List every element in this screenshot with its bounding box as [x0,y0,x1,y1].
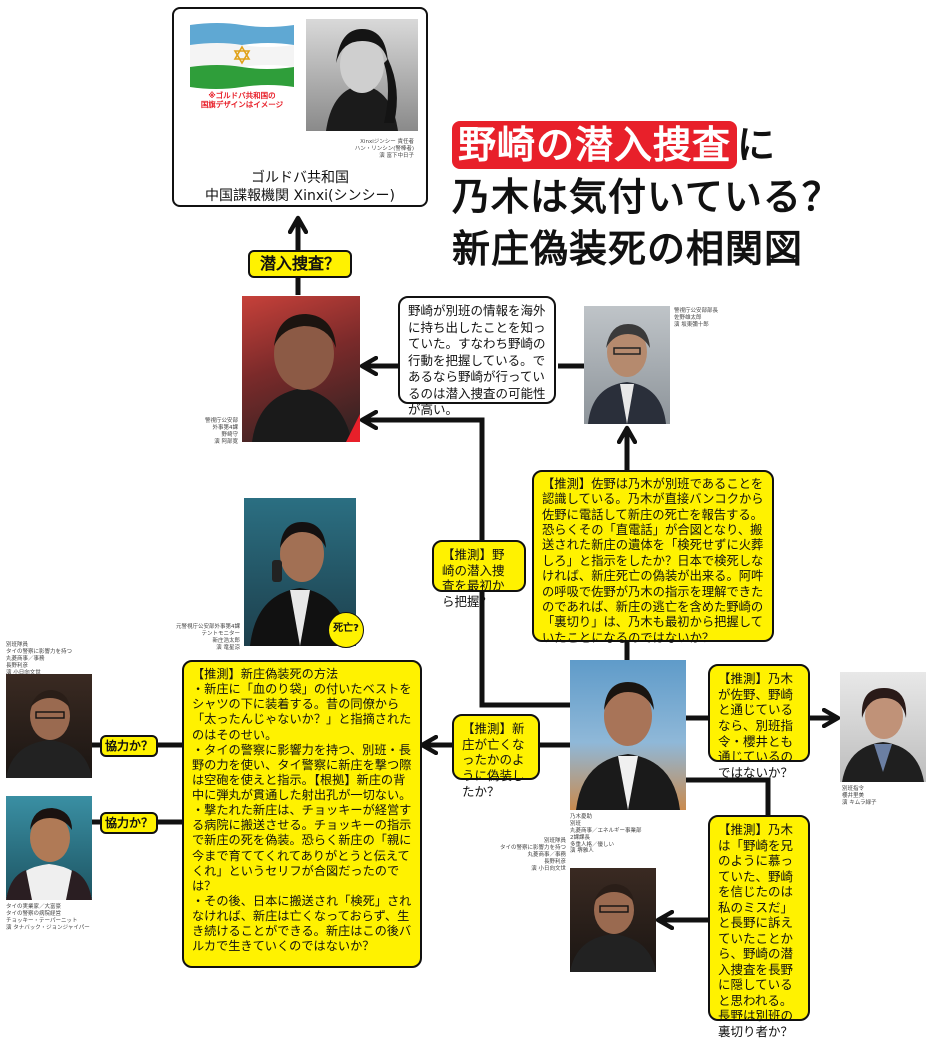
nogi-photo [570,660,686,810]
jockey-caption: タイの実業家／大富豪 タイの警察の病院経営 チョッキー・テーパーニット 演 タナ… [6,904,90,931]
red-triangle [346,414,360,442]
coop-tag-nagano: 協力か？ [100,735,158,757]
sakurai-caption: 別班指令 櫻井里美 演 キムラ緑子 [842,786,877,806]
nogi-caption: 乃木憂助 別班 丸菱商事／エネルギー事業部 2課課長 多重人格／優しい 演 堺雅… [570,814,642,855]
coop-tag-jockey: 協力か？ [100,812,158,834]
title-line3: 新庄偽装死の相関図 [452,227,804,271]
goldoba-flag [188,21,296,89]
nagano2-caption: 別班隊員 タイの警察に影響力を持つ 丸菱商事／事務 長野利彦 演 小日向文世 [499,838,566,872]
method-box: 【推測】新庄偽装死の方法 ・新庄に「血のり袋」の付いたベストをシャツの下に装着す… [182,660,422,968]
fake-death-box: 【推測】新庄が亡くなったかのように偽装したか？ [452,714,540,799]
title-line2: 乃木は気付いている？ [452,175,841,219]
grasp-guess-box: 【推測】野崎の潜入捜査を最初から把握？ [432,540,526,609]
xinxi-line2: 中国諜報機関 Xinxi(シンシー) [205,188,395,204]
xinxi-line1: ゴルドバ共和国 [251,170,349,186]
jockey-photo [6,796,92,900]
nagano-guess-box: 【推測】乃木は「野崎を兄のように慕っていた、野崎を信じたのは私のミスだ」と長野に… [708,815,810,1039]
sano-guess-box: 【推測】佐野は乃木が別班であることを認識している。乃木が直接バンコクから佐野に電… [532,470,774,645]
sano-caption: 警視庁公安部部長 佐野雄太郎 演 坂東彌十郎 [674,308,719,328]
title-highlight: 野崎の潜入捜査 [452,121,738,169]
line-nogi-nagano-guess [686,777,771,815]
shinjo-caption: 元警視庁公安部外事第4課 テントモニター 新庄浩太郎 演 竜星涼 [175,624,240,651]
nozaki-photo [242,296,360,442]
nagano-photo [6,674,92,778]
title-line1: 野崎の潜入捜査に [452,121,777,169]
sakurai-photo [840,672,926,782]
flag-note: ※ゴルドバ共和国の 国旗デザインはイメージ [200,91,284,110]
xinxi-box: ※ゴルドバ共和国の 国旗デザインはイメージ Xinxiジンシー 責任者 ハン・リ… [172,7,428,207]
nagano2-photo [570,868,656,972]
flag-image [190,23,294,89]
infiltration-tag: 潜入捜査？ [248,250,352,278]
han-linshin-photo [306,19,418,131]
nagano-caption: 別班隊員 タイの警察に影響力を持つ 丸菱商事／事務 長野利彦 演 小日向文世 [6,642,73,676]
nozaki-note-box: 野崎が別班の情報を海外に持ち出したことを知っていた。すなわち野崎の行動を把握して… [398,296,556,417]
title-rest: に [737,123,777,167]
nozaki-caption: 警視庁公安部 外事第4課 野崎守 演 阿部寛 [204,418,238,445]
sakurai-guess-box: 【推測】乃木が佐野、野崎と通じているなら、別班指令・櫻井とも通じているのではない… [708,664,810,780]
dead-tag: 死亡? [328,612,364,648]
han-linshin-caption: Xinxiジンシー 責任者 ハン・リンシン(警棒者) 演 富下中日子 [354,139,414,159]
sano-photo [584,306,670,424]
